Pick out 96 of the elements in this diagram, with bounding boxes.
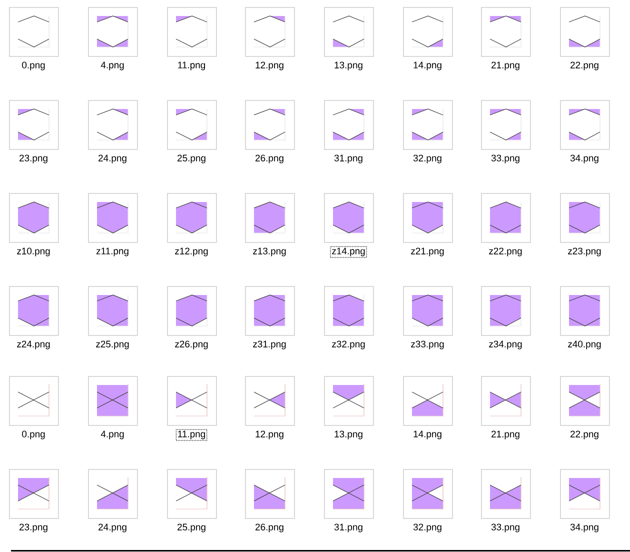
thumbnail xyxy=(324,100,374,150)
file-name: 23.png xyxy=(20,524,48,532)
thumbnail xyxy=(560,469,610,519)
thumbnail xyxy=(481,469,531,519)
thumbnail xyxy=(9,193,59,243)
thumbnail xyxy=(481,376,531,426)
thumbnail xyxy=(324,7,374,57)
file-name: 31.png xyxy=(334,154,362,164)
thumbnail xyxy=(88,100,138,150)
file-name: z12.png xyxy=(175,248,208,256)
file-name: z11.png xyxy=(96,248,128,256)
file-name: 34.png xyxy=(570,524,598,532)
file-name: 11.png xyxy=(176,429,208,441)
thumbnail xyxy=(167,193,217,243)
thumbnail xyxy=(245,7,295,57)
thumbnail xyxy=(560,100,610,150)
file-name: z24.png xyxy=(17,340,50,350)
file-name: 21.png xyxy=(492,62,520,70)
thumbnail xyxy=(9,469,59,519)
thumbnail xyxy=(245,286,295,336)
thumbnail xyxy=(324,469,374,519)
thumbnail xyxy=(88,469,138,519)
file-name: z25.png xyxy=(96,340,129,350)
thumbnail xyxy=(88,286,138,336)
file-name: z22.png xyxy=(489,248,522,256)
file-name: 22.png xyxy=(570,62,598,70)
thumbnail xyxy=(481,193,531,243)
thumbnail xyxy=(167,469,217,519)
thumbnail xyxy=(9,7,59,57)
file-name: 24.png xyxy=(98,524,126,532)
file-name: 14.png xyxy=(414,62,442,70)
file-name: 4.png xyxy=(100,430,124,440)
thumbnail xyxy=(324,193,374,243)
file-name: z23.png xyxy=(568,248,601,256)
thumbnail xyxy=(167,7,217,57)
thumbnail xyxy=(167,286,217,336)
file-name: 13.png xyxy=(334,62,362,70)
file-name: 0.png xyxy=(22,430,45,440)
thumbnail xyxy=(9,376,59,426)
file-name: z34.png xyxy=(489,340,522,350)
thumbnail xyxy=(167,376,217,426)
file-name: 4.png xyxy=(100,62,124,70)
file-name: z10.png xyxy=(17,248,50,256)
file-name: 0.png xyxy=(22,62,45,70)
file-name: 21.png xyxy=(492,430,520,440)
thumbnail xyxy=(245,100,295,150)
file-name: 32.png xyxy=(413,154,442,164)
file-name: z13.png xyxy=(253,248,286,256)
thumbnail xyxy=(324,376,374,426)
thumbnail xyxy=(403,100,453,150)
thumbnail xyxy=(324,286,374,336)
thumbnail xyxy=(245,193,295,243)
file-name: 33.png xyxy=(491,524,520,532)
file-name: 31.png xyxy=(334,524,362,532)
thumbnail xyxy=(9,286,59,336)
file-name: 13.png xyxy=(334,430,362,440)
thumbnail xyxy=(245,376,295,426)
file-name: 34.png xyxy=(570,154,598,164)
file-name: 26.png xyxy=(256,154,284,164)
file-name: z32.png xyxy=(332,340,365,350)
file-name: z14.png xyxy=(330,246,367,258)
file-name: z26.png xyxy=(175,340,208,350)
thumbnail xyxy=(403,286,453,336)
thumbnail xyxy=(403,376,453,426)
file-name: 12.png xyxy=(256,62,284,70)
file-name: 25.png xyxy=(178,154,206,164)
file-name: 32.png xyxy=(413,524,442,532)
thumbnail xyxy=(403,193,453,243)
thumbnail xyxy=(403,469,453,519)
file-name: 25.png xyxy=(178,524,206,532)
thumbnail xyxy=(481,100,531,150)
file-name: 24.png xyxy=(98,154,126,164)
thumbnail xyxy=(9,100,59,150)
file-name: 33.png xyxy=(491,154,520,164)
thumbnail xyxy=(560,376,610,426)
thumbnail xyxy=(560,193,610,243)
thumbnail xyxy=(481,7,531,57)
file-name: 26.png xyxy=(256,524,284,532)
file-name: 11.png xyxy=(178,62,206,70)
file-name: z33.png xyxy=(411,340,444,350)
thumbnail xyxy=(88,376,138,426)
thumbnail xyxy=(88,7,138,57)
thumbnail xyxy=(167,100,217,150)
file-name: 12.png xyxy=(256,430,284,440)
file-name: z21.png xyxy=(411,248,444,256)
thumbnail xyxy=(245,469,295,519)
thumbnail xyxy=(560,7,610,57)
file-name: z31.png xyxy=(253,340,286,350)
file-name: 22.png xyxy=(570,430,598,440)
file-name: z40.png xyxy=(568,340,601,350)
file-name: 23.png xyxy=(20,154,48,164)
thumbnail xyxy=(403,7,453,57)
thumbnail xyxy=(560,286,610,336)
thumbnail xyxy=(481,286,531,336)
thumbnail xyxy=(88,193,138,243)
file-name: 14.png xyxy=(414,430,442,440)
